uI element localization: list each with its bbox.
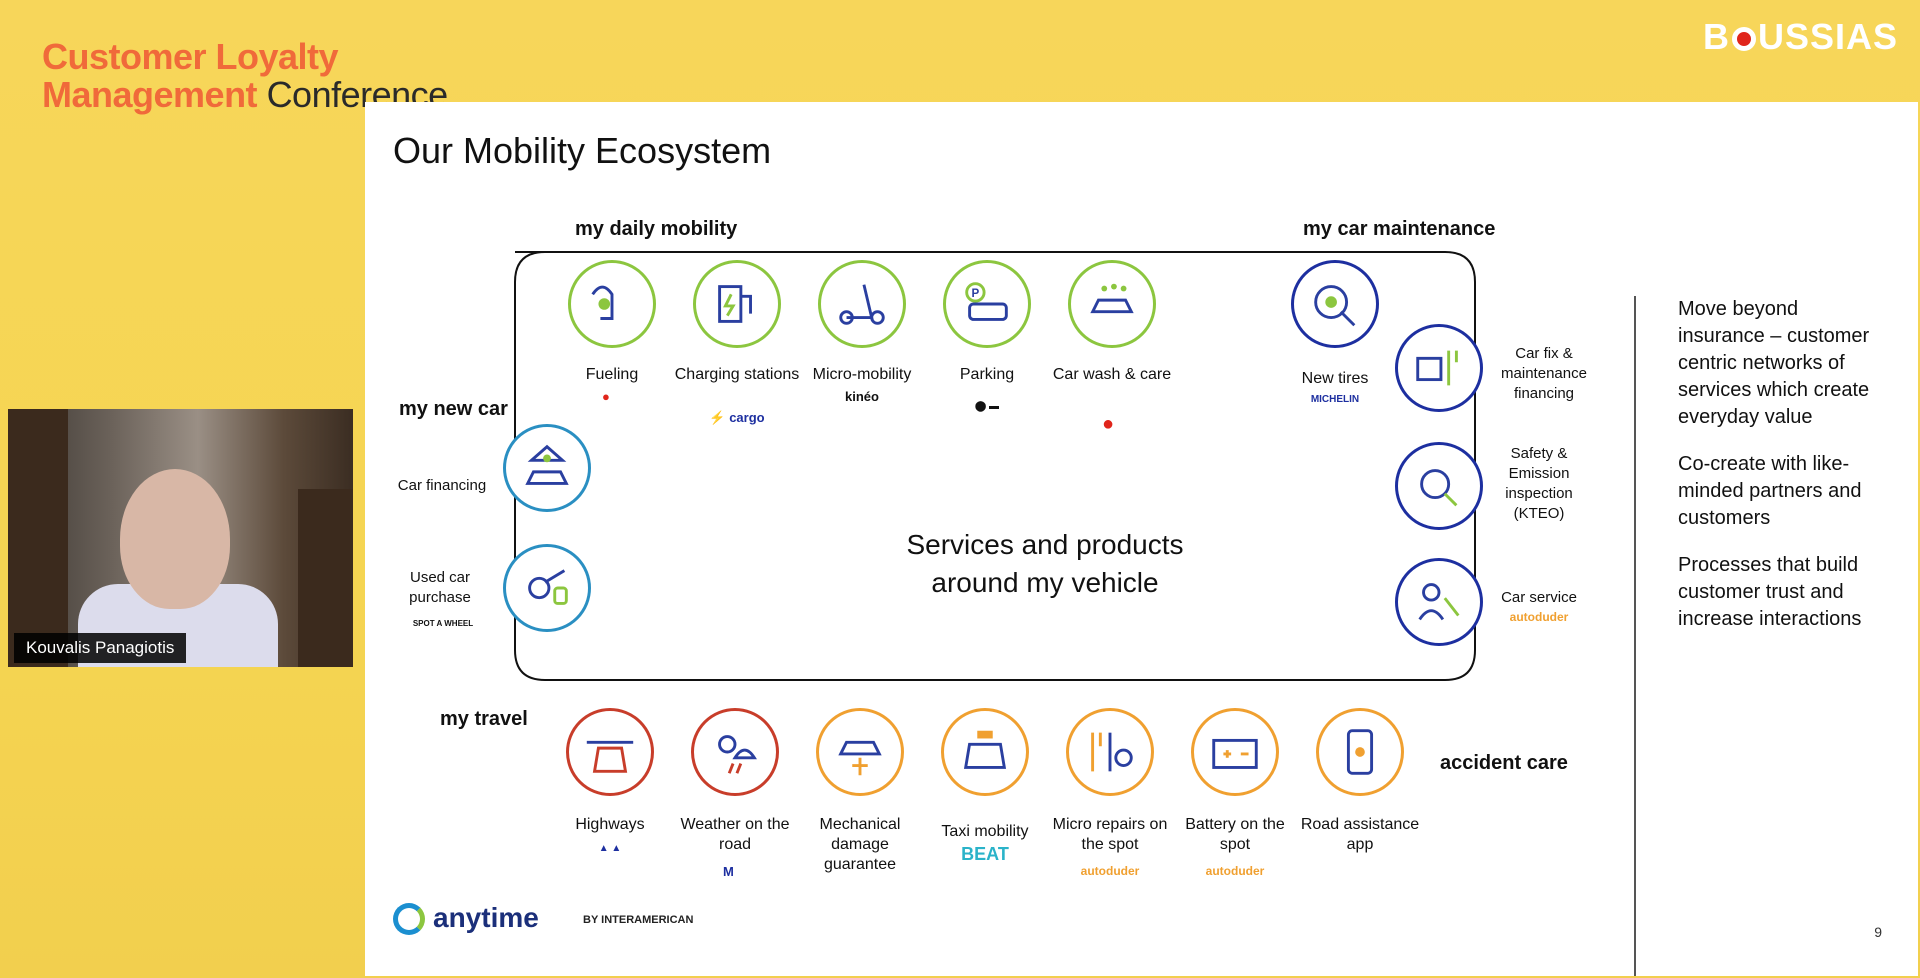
weather-partner-logo: M <box>723 864 734 879</box>
brand-text-a: B <box>1702 16 1730 57</box>
micro-mobility-label: Micro-mobility <box>812 366 912 383</box>
charging-partner-logo: ⚡ cargo <box>709 410 765 425</box>
slide-divider <box>1634 296 1636 976</box>
micro-repairs-icon <box>1066 708 1154 796</box>
boussias-logo: B USSIAS <box>1703 16 1898 58</box>
fueling-icon <box>568 260 656 348</box>
battery-icon <box>1191 708 1279 796</box>
side-point-3: Processes that build customer trust and … <box>1678 554 1862 630</box>
road-assistance-label: Road assistance app <box>1300 816 1420 853</box>
highways-partner-logos: ▲ ▲ <box>598 843 622 854</box>
shell-logo-icon: ● <box>602 389 610 404</box>
category-accident-care: accident care <box>1440 752 1568 774</box>
car-financing-icon <box>503 424 591 512</box>
mechanical-label: Mechanical damage guarantee <box>819 816 901 873</box>
highway-icon <box>566 708 654 796</box>
taxi-label: Taxi mobility <box>941 823 1029 840</box>
fueling-label: Fueling <box>585 366 639 383</box>
car-wash-label: Car wash & care <box>1052 366 1172 383</box>
category-travel: my travel <box>440 708 528 730</box>
car-financing-label: Car financing <box>397 477 487 494</box>
tires-partner-logo: MICHELIN <box>1310 394 1360 405</box>
conference-title-line2a: Management <box>42 74 258 115</box>
charging-label: Charging stations <box>674 366 800 383</box>
parking-label: Parking <box>959 366 1015 383</box>
svg-text:P: P <box>972 287 980 300</box>
anytime-logo-icon <box>393 903 425 935</box>
used-car-partner-logo: SPOT A WHEEL <box>412 619 474 628</box>
taxi-partner-logo: BEAT <box>961 844 1009 864</box>
micro-repairs-label: Micro repairs on the spot <box>1052 816 1168 853</box>
conference-title: Customer Loyalty Management Conference <box>42 38 448 114</box>
center-text-line2: around my vehicle <box>931 567 1159 598</box>
bookshelf-right <box>298 489 353 667</box>
side-text: Move beyond insurance – customer centric… <box>1678 296 1878 653</box>
category-daily-mobility: my daily mobility <box>575 218 738 240</box>
car-fix-icon <box>1395 324 1483 412</box>
battery-label: Battery on the spot <box>1185 816 1285 853</box>
highways-label: Highways <box>575 816 645 833</box>
micro-partner-logo: kinéo <box>845 389 879 404</box>
category-new-car: my new car <box>399 398 508 420</box>
charging-station-icon <box>693 260 781 348</box>
tire-icon <box>1291 260 1379 348</box>
kteo-label: Safety & Emission inspection (KTEO) <box>1505 445 1573 522</box>
weather-icon <box>691 708 779 796</box>
ecosystem-loop-line <box>514 251 1476 681</box>
road-assistance-icon <box>1316 708 1404 796</box>
byline: BY INTERAMERICAN <box>583 914 694 926</box>
shell-logo-icon-2: ● <box>1102 413 1115 435</box>
category-car-maintenance: my car maintenance <box>1303 218 1496 240</box>
used-car-label: Used car purchase <box>409 569 471 606</box>
bookshelf-left <box>8 409 68 667</box>
anytime-logo: anytime <box>393 902 539 935</box>
page-number: 9 <box>1874 924 1882 940</box>
side-point-1: Move beyond insurance – customer centric… <box>1678 298 1870 428</box>
taxi-icon <box>941 708 1029 796</box>
weather-label: Weather on the road <box>680 816 790 853</box>
parking-icon: P <box>943 260 1031 348</box>
car-service-label: Car service <box>1501 589 1577 606</box>
anytime-logo-text: anytime <box>433 902 539 933</box>
used-car-icon <box>503 544 591 632</box>
speaker-video[interactable]: Kouvalis Panagiotis <box>8 409 353 667</box>
tires-label: New tires <box>1301 370 1369 387</box>
car-service-partner-logo: autoduder <box>1509 610 1569 624</box>
mechanical-damage-icon <box>816 708 904 796</box>
scooter-icon <box>818 260 906 348</box>
speaker-name-tag: Kouvalis Panagiotis <box>14 633 187 663</box>
side-point-2: Co-create with like-minded partners and … <box>1678 453 1862 529</box>
battery-partner-logo: autoduder <box>1205 864 1265 878</box>
brand-text-b: USSIAS <box>1757 16 1898 57</box>
car-fix-label: Car fix & maintenance financing <box>1501 345 1587 402</box>
center-text-line1: Services and products <box>906 529 1184 560</box>
car-service-icon <box>1395 558 1483 646</box>
ecosystem-center-text: Services and products around my vehicle <box>845 526 1245 602</box>
parking-partner-logos: ⬤ ▬ <box>975 401 999 412</box>
inspection-icon <box>1395 442 1483 530</box>
speaker-face <box>120 469 230 609</box>
slide-title: Our Mobility Ecosystem <box>393 130 772 171</box>
car-wash-icon <box>1068 260 1156 348</box>
brand-dot-icon <box>1731 27 1756 51</box>
presentation-slide: Our Mobility Ecosystem my daily mobility… <box>365 102 1918 976</box>
micro-repairs-partner-logo: autoduder <box>1080 864 1140 878</box>
conference-title-line1: Customer Loyalty <box>42 36 339 77</box>
